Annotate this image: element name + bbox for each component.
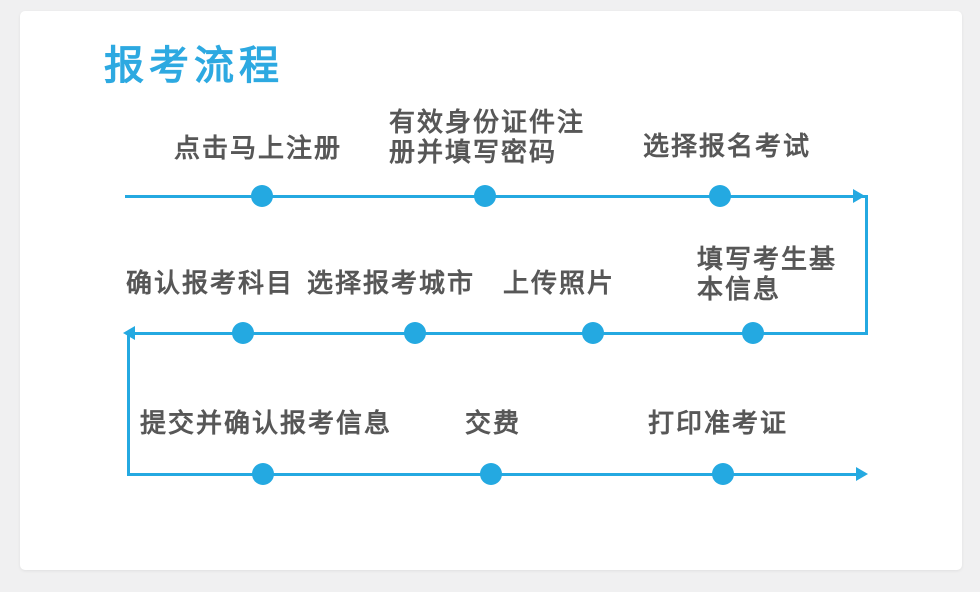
step-label-select-city: 选择报考城市 [306,269,476,298]
step-label-submit-confirm: 提交并确认报考信息 [139,409,393,438]
arrow-left-icon [123,326,135,340]
step-dot [404,322,426,344]
arrow-right-icon [856,467,868,481]
step-dot [709,185,731,207]
page-title: 报考流程 [104,43,284,88]
step-label-print-ticket: 打印准考证 [647,409,789,438]
step-dot [742,322,764,344]
step-dot [474,185,496,207]
step-dot [232,322,254,344]
step-dot [582,322,604,344]
step-dot [252,463,274,485]
step-label-upload-photo: 上传照片 [502,269,616,298]
step-label-select-exam: 选择报名考试 [642,132,812,161]
step-dot [712,463,734,485]
step-label-basic-info: 填写考生基本信息 [697,245,838,304]
arrow-right-icon [853,189,865,203]
step-label-pay-fee: 交费 [464,409,522,438]
step-label-confirm-subjects: 确认报考科目 [125,269,295,298]
flow-line-row1 [125,195,868,198]
step-label-id-password: 有效身份证件注册并填写密码 [389,108,586,167]
flow-connector-left [127,332,130,476]
flow-connector-right [865,195,868,335]
flow-line-row2 [127,332,868,335]
step-label-register: 点击马上注册 [173,134,343,163]
step-dot [251,185,273,207]
step-dot [480,463,502,485]
